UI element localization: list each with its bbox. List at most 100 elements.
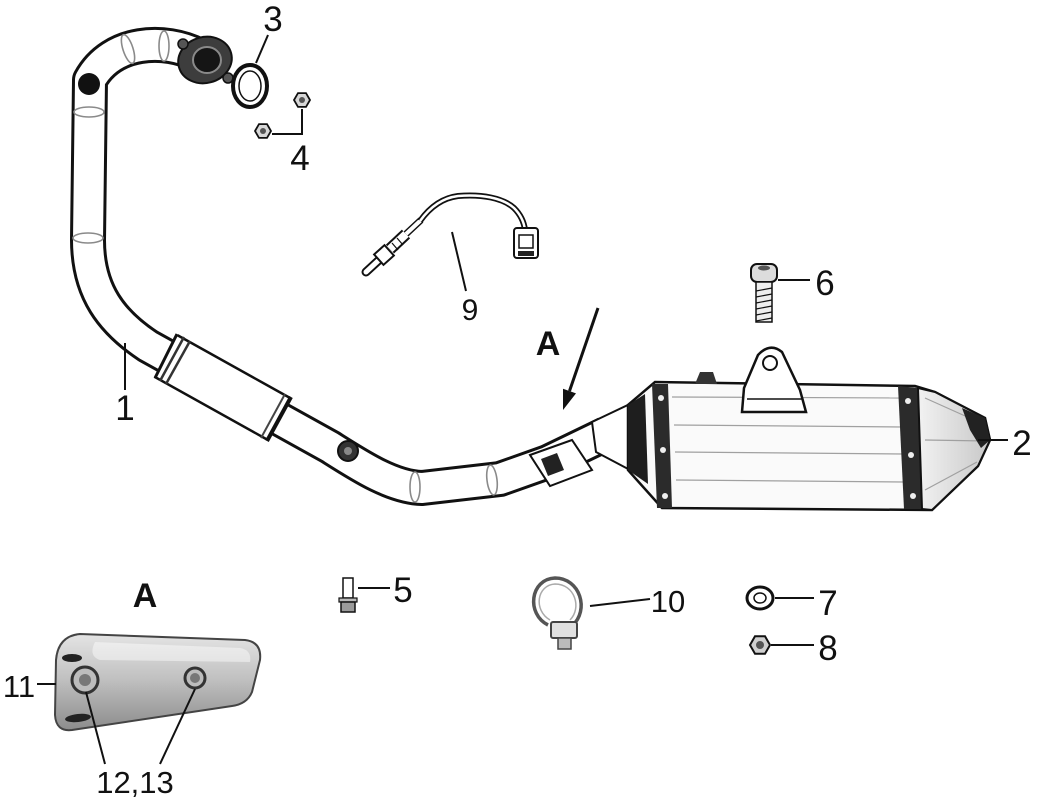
sensor-boot — [404, 218, 423, 236]
exhaust-flange — [177, 35, 234, 85]
exhaust-pipe — [70, 27, 614, 506]
gasket-inner — [238, 70, 262, 102]
washer-hole — [753, 592, 767, 604]
thread-line — [755, 299, 773, 304]
clamp-bolt — [557, 637, 572, 650]
sensor-tip — [363, 257, 382, 275]
rivet — [662, 493, 668, 499]
band-clamp — [532, 576, 583, 650]
leader-12 — [85, 691, 106, 765]
pipe-outline — [70, 27, 614, 506]
heat-shield-bolt-center — [79, 674, 91, 686]
leader-9 — [451, 231, 467, 292]
pipe-bolt-boss-center — [344, 447, 352, 455]
muffler — [626, 346, 992, 512]
clamp-band — [532, 576, 583, 628]
bolt-socket — [758, 265, 770, 271]
small-bolt — [338, 577, 358, 613]
leader-4 — [272, 109, 303, 135]
small-bolt-shaft — [342, 577, 354, 599]
callout-2: 2 — [1012, 424, 1031, 463]
callout-6: 6 — [815, 264, 834, 303]
pipe-seam — [120, 33, 136, 65]
sensor-body — [387, 231, 409, 252]
pipe-body — [73, 30, 613, 503]
catalyst-ring — [265, 396, 293, 442]
thread-line — [755, 311, 773, 316]
catalyst-ring — [260, 393, 286, 439]
muffler-top-tab — [695, 372, 717, 384]
oxygen-sensor — [361, 192, 539, 277]
muffler-facet — [673, 424, 903, 428]
muffler-mount-bracket — [740, 346, 808, 414]
gasket — [231, 63, 269, 109]
flange-nut-hole — [260, 128, 266, 134]
pipe-seam — [409, 471, 421, 503]
clamp-tab — [550, 621, 578, 639]
sensor-cable — [418, 194, 527, 231]
flange-nuts — [253, 92, 312, 139]
pipe-joint — [528, 402, 631, 488]
leader-3 — [255, 34, 269, 64]
washer — [745, 585, 775, 611]
view-arrow-label: A — [536, 325, 561, 363]
end-cap-facet — [924, 461, 978, 491]
callout-labels: 1 2 3 4 5 6 7 8 9 10 11 12,13 A A — [3, 0, 1032, 800]
rivet — [910, 493, 916, 499]
muffler-inlet-cone — [590, 402, 631, 472]
callout-5: 5 — [393, 571, 412, 610]
callout-3: 3 — [263, 0, 282, 39]
sensor-boss — [78, 73, 100, 95]
detail-view-label: A — [133, 577, 158, 615]
heat-shield-slot — [65, 713, 91, 723]
catalyst-band — [153, 333, 179, 379]
pipe-seam — [72, 232, 104, 244]
heat-shield-highlight — [92, 642, 251, 662]
rivet — [908, 452, 914, 458]
callout-4: 4 — [290, 139, 309, 178]
flange-nut-hole — [299, 97, 305, 103]
sensor-hex — [372, 243, 396, 267]
sensor-thread — [391, 242, 399, 251]
heat-shield — [53, 632, 262, 732]
sensor-cable-outline — [417, 192, 528, 231]
heat-shield-bolt-center — [190, 673, 200, 683]
leader-10 — [589, 598, 651, 607]
view-arrow-shaft — [568, 307, 600, 392]
joint-bracket-window — [541, 453, 564, 476]
muffler-facet — [675, 479, 905, 483]
heat-shield-plate — [53, 632, 262, 732]
mount-bracket-hole — [762, 355, 778, 371]
catalyst-section-body — [155, 336, 290, 439]
muffler-outlet-tip — [962, 408, 990, 448]
clamp-band-inner — [538, 583, 577, 621]
muffler-front-band — [652, 384, 672, 508]
catalyst-band — [158, 336, 186, 382]
thread-line — [755, 287, 773, 292]
muffler-rear-band — [898, 386, 922, 509]
sensor-connector-latch — [518, 234, 534, 249]
rivet — [660, 447, 666, 453]
callout-7: 7 — [818, 584, 837, 623]
heat-shield-slot — [62, 654, 82, 662]
muffler-bolt — [750, 263, 778, 323]
muffler-facet — [674, 451, 904, 455]
rivet — [658, 395, 664, 401]
callout-10: 10 — [651, 584, 685, 619]
pipe-seam — [158, 30, 170, 62]
nut-hole — [756, 641, 764, 649]
nut — [748, 635, 772, 655]
callout-12-13: 12,13 — [96, 765, 174, 800]
leader-13 — [159, 688, 196, 765]
catalyst-band — [164, 340, 192, 385]
pipe-seam — [485, 464, 499, 496]
callout-8: 8 — [818, 629, 837, 668]
small-bolt-head — [340, 601, 356, 613]
sensor-thread — [396, 237, 404, 246]
thread-line — [755, 317, 773, 322]
thread-line — [755, 305, 773, 310]
pipe-seam — [73, 106, 105, 118]
thread-line — [755, 293, 773, 298]
